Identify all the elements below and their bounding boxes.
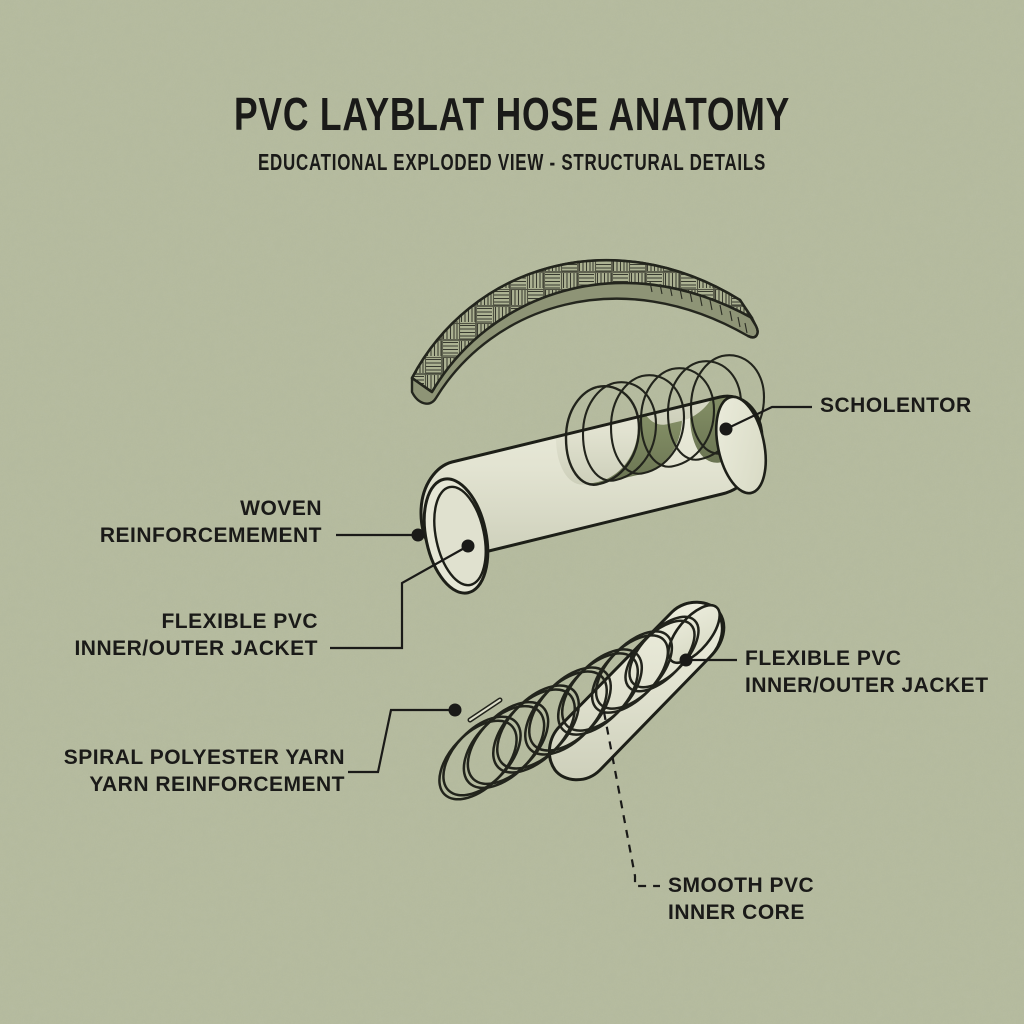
leader-dot-woven-reinforcement bbox=[411, 528, 425, 542]
callout-line: SMOOTH PVC bbox=[668, 874, 814, 897]
page-subtitle: EDUCATIONAL EXPLODED VIEW - STRUCTURAL D… bbox=[258, 149, 766, 175]
callout-line: FLEXIBLE PVC bbox=[161, 610, 318, 633]
callout-line: WOVEN bbox=[240, 497, 322, 520]
callout-label-scholentor: SCHOLENTOR bbox=[820, 394, 972, 417]
callout-label-flexible-pvc-jacket-right: FLEXIBLE PVC INNER/OUTER JACKET bbox=[745, 647, 989, 697]
leader-line-spiral-polyester-yarn bbox=[348, 708, 455, 774]
callout-line: YARN REINFORCEMENT bbox=[89, 773, 345, 796]
callout-line: INNER/OUTER JACKET bbox=[745, 674, 989, 697]
callout-line: REINFORCEMEMENT bbox=[100, 524, 322, 547]
callout-line: SCHOLENTOR bbox=[820, 394, 972, 417]
leader-dot-flexible-pvc-jacket-right bbox=[679, 653, 693, 667]
callout-label-woven-reinforcement: WOVEN REINFORCEMEMENT bbox=[100, 497, 322, 547]
leader-dot-scholentor bbox=[719, 422, 733, 436]
callout-label-flexible-pvc-jacket-left: FLEXIBLE PVC INNER/OUTER JACKET bbox=[74, 610, 318, 660]
callout-line: INNER CORE bbox=[668, 901, 805, 924]
callout-label-smooth-pvc-inner-core: SMOOTH PVC INNER CORE bbox=[668, 874, 814, 924]
callout-line: SPIRAL POLYESTER YARN bbox=[64, 746, 345, 769]
leader-line-flexible-pvc-jacket-left bbox=[330, 545, 469, 650]
callout-line: INNER/OUTER JACKET bbox=[74, 637, 318, 660]
leader-line-smooth-pvc-inner-core bbox=[602, 711, 660, 888]
page-title: PVC LAYBLAT HOSE ANATOMY bbox=[234, 88, 790, 140]
leader-dot-spiral-polyester-yarn bbox=[448, 703, 462, 717]
callout-line: FLEXIBLE PVC bbox=[745, 647, 902, 670]
callout-label-spiral-polyester-yarn: SPIRAL POLYESTER YARN YARN REINFORCEMENT bbox=[64, 746, 345, 796]
leader-dot-flexible-pvc-jacket-left bbox=[461, 539, 475, 553]
leader-line-scholentor bbox=[725, 405, 812, 430]
